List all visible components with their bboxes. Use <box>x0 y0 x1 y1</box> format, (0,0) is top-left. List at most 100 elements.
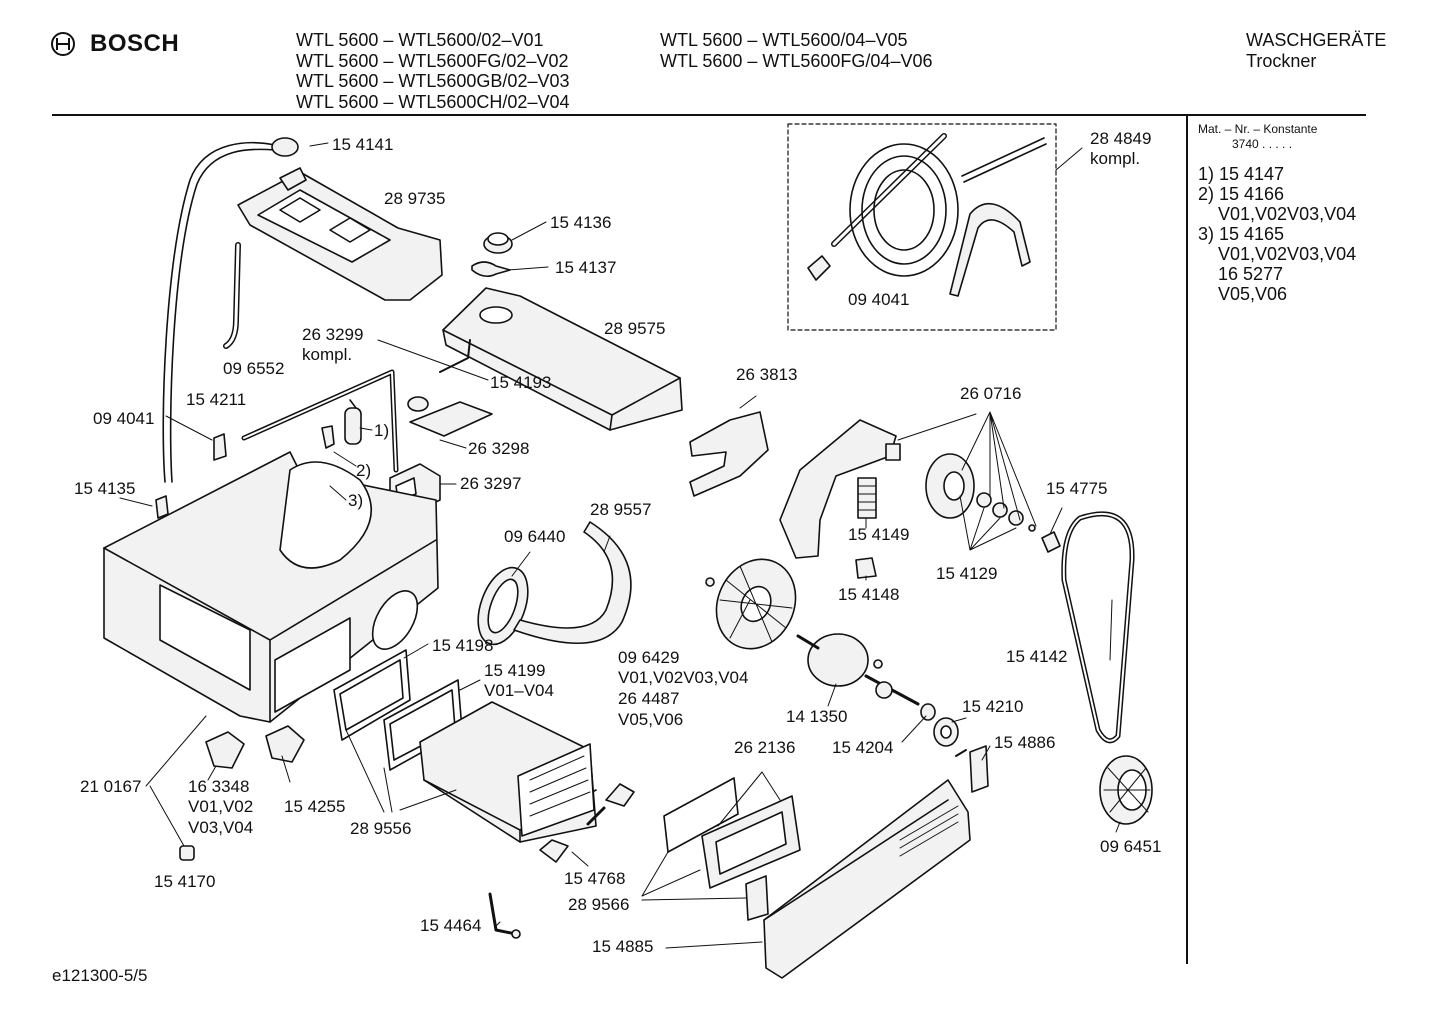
water-container-part <box>442 287 683 431</box>
part-label: 15 4204 <box>832 738 893 757</box>
part-label: 15 4137 <box>555 258 616 277</box>
part-label: 15 4886 <box>994 733 1055 752</box>
part-label: 26 2136 <box>734 738 795 757</box>
part-label: 15 4210 <box>962 697 1023 716</box>
bolt-154775-part <box>1041 531 1061 553</box>
model-line: WTL 5600 – WTL5600FG/02–V02 <box>296 50 569 71</box>
part-label: 26 4487 <box>618 689 679 708</box>
part-label: 09 6440 <box>504 527 565 546</box>
model-line: WTL 5600 – WTL5600CH/02–V04 <box>296 91 570 112</box>
part-label: 15 4170 <box>154 872 215 891</box>
model-list-2: WTL 5600 – WTL5600/04–V05 WTL 5600 – WTL… <box>660 30 932 71</box>
bosch-logo-icon <box>51 32 75 56</box>
sidebar-notes: Mat. – Nr. – Konstante 3740 . . . . . 1)… <box>1198 122 1356 304</box>
part-label: 15 4464 <box>420 916 481 935</box>
control-board-part <box>409 401 493 437</box>
part-label: 26 3299 <box>302 325 363 344</box>
condenser-unit-part <box>419 701 597 843</box>
part-label: 09 6552 <box>223 359 284 378</box>
capacitor-part <box>344 399 362 445</box>
model-line: WTL 5600 – WTL5600/04–V05 <box>660 30 908 50</box>
model-line: WTL 5600 – WTL5600/02–V01 <box>296 30 544 50</box>
kit-284849-box <box>787 123 1057 331</box>
tensioner-260716-part <box>779 419 901 559</box>
part-label: 15 4198 <box>432 636 493 655</box>
part-label: V03,V04 <box>188 818 253 837</box>
lever-263813-part <box>689 411 769 497</box>
part-label: 15 4149 <box>848 525 909 544</box>
part-label: 26 0716 <box>960 384 1021 403</box>
sidebar-note: 16 5277 <box>1198 264 1284 284</box>
base-frame-part <box>103 451 439 723</box>
clamp-154148-part <box>855 557 877 579</box>
pulley-154210-part <box>933 717 959 747</box>
spring-154149-part <box>857 477 877 519</box>
sidebar-note: 2) 15 4166 <box>1198 184 1285 204</box>
part-label: kompl. <box>1090 149 1140 168</box>
part-label: 15 4775 <box>1046 479 1107 498</box>
wiring-harness-part <box>241 339 471 473</box>
part-label: 28 9556 <box>350 819 411 838</box>
part-label: 15 4885 <box>592 937 653 956</box>
part-label: 15 4142 <box>1006 647 1067 666</box>
part-label: 3) <box>348 491 363 510</box>
model-line: WTL 5600 – WTL5600GB/02–V03 <box>296 71 570 91</box>
brand: BOSCH <box>50 30 179 58</box>
model-line: WTL 5600 – WTL5600FG/04–V06 <box>660 50 933 71</box>
header-divider <box>52 114 1366 116</box>
drive-belt-part <box>1061 511 1135 744</box>
bracket-154464-part <box>488 892 521 939</box>
brand-name: BOSCH <box>90 30 180 57</box>
part-label: V01,V02 <box>188 797 253 816</box>
part-label: 15 4255 <box>284 797 345 816</box>
part-label: 1) <box>374 421 389 440</box>
part-label: 15 4136 <box>550 213 611 232</box>
part-label: V05,V06 <box>618 710 683 729</box>
clip-154211-part <box>213 433 227 461</box>
sidebar-note: 1) 15 4147 <box>1198 164 1285 184</box>
filter-cap-part <box>471 232 513 278</box>
part-label: 26 3297 <box>460 474 521 493</box>
part-label: 09 4041 <box>93 409 154 428</box>
foot-154170-part <box>179 845 195 861</box>
part-label: 15 4141 <box>332 135 393 154</box>
part-label: V01–V04 <box>484 681 554 700</box>
part-label: kompl. <box>302 345 352 364</box>
sidebar-divider <box>1186 116 1188 964</box>
page-code: e121300-5/5 <box>52 966 148 985</box>
model-list-1: WTL 5600 – WTL5600/02–V01 WTL 5600 – WTL… <box>296 30 570 112</box>
part-label: 28 9557 <box>590 500 651 519</box>
fan-wheel-part <box>705 558 797 650</box>
condenser-cover-part <box>237 167 443 301</box>
door-seal-part <box>477 566 529 646</box>
clip-154135-part <box>155 495 169 519</box>
part-label: 15 4199 <box>484 661 545 680</box>
pulley-154204-part <box>920 703 936 721</box>
fuse-part <box>321 425 335 449</box>
part-label: 2) <box>356 461 371 480</box>
part-label: 09 6429 <box>618 648 679 667</box>
part-label: 15 4129 <box>936 564 997 583</box>
sidebar-title: Mat. – Nr. – Konstante <box>1198 122 1318 136</box>
part-label: 15 4768 <box>564 869 625 888</box>
sidebar-note: 3) 15 4165 <box>1198 224 1285 244</box>
part-labels: 15 4141 28 9735 15 4136 15 4137 28 9575 … <box>74 129 1161 956</box>
filter-frame-289566-part <box>663 777 801 921</box>
switch-154886-part <box>969 745 989 793</box>
sensor-cable-part <box>162 137 299 483</box>
part-label: 15 4193 <box>490 373 551 392</box>
plug-154255-part <box>265 725 305 763</box>
part-label: 09 4041 <box>848 290 909 309</box>
part-label: 28 9575 <box>604 319 665 338</box>
part-label: 15 4148 <box>838 585 899 604</box>
part-label: 14 1350 <box>786 707 847 726</box>
part-label: V01,V02V03,V04 <box>618 668 748 687</box>
category-block: WASCHGERÄTE Trockner <box>1246 30 1386 71</box>
category-title: WASCHGERÄTE <box>1246 30 1387 50</box>
sidebar-note: V05,V06 <box>1198 284 1288 304</box>
leader-lines <box>119 142 1121 949</box>
motor-part <box>796 633 920 706</box>
part-label: 21 0167 <box>80 777 141 796</box>
part-label: 09 6451 <box>1100 837 1161 856</box>
sidebar-note: V01,V02V03,V04 <box>1198 244 1357 264</box>
